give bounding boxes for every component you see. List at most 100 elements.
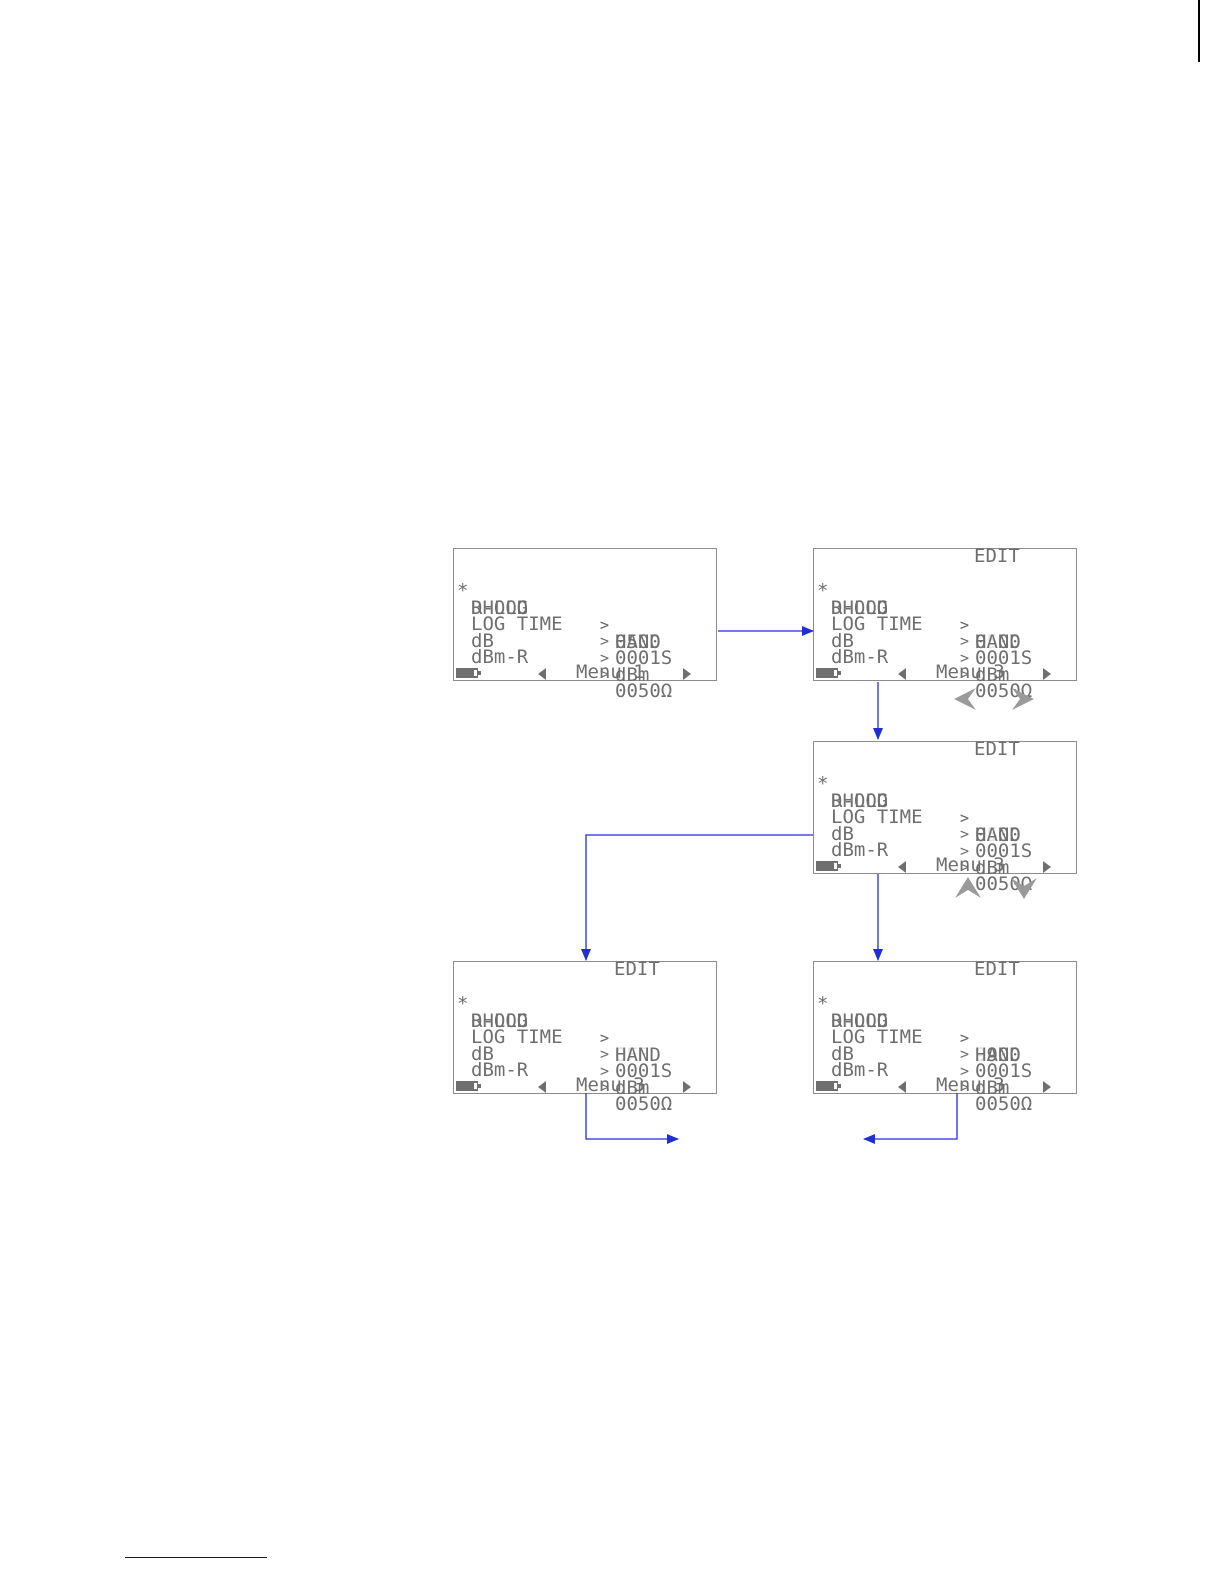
lcd-row: dB > dBm	[454, 616, 649, 684]
setting-value: HAND	[615, 1043, 661, 1066]
footnote-rule	[125, 1557, 267, 1558]
setting-value: dBm	[975, 856, 1010, 879]
separator-icon: >	[600, 648, 610, 667]
setting-label: RHOLD	[471, 1010, 529, 1032]
separator-icon: >	[960, 808, 970, 827]
separator-icon: >	[960, 1061, 970, 1080]
setting-value: 0001S	[975, 647, 1033, 670]
edit-label: EDIT	[974, 738, 1020, 760]
setting-label: dBm-R	[831, 646, 889, 669]
right-arrow-key-icon	[1012, 688, 1034, 710]
battery-icon	[816, 861, 841, 871]
lcd-row: dBm-R > 0050Ω	[814, 632, 1032, 701]
flow-arrow-9900-exit	[863, 1093, 958, 1144]
separator-icon: >	[960, 1028, 970, 1047]
lcd-screen-edit-9900: EDIT * RHOLD > 9900 D-LOG > HAND LOG TIM…	[813, 958, 1077, 1114]
lcd-row: LOG TIME > 0001S	[814, 1012, 1032, 1081]
lcd-rows: * RHOLD > 9900 D-LOG > HAND LOG TIME > 0…	[814, 979, 1032, 1114]
setting-value: 0001S	[615, 647, 673, 670]
flow-arrow-off-exit	[585, 1093, 679, 1144]
lcd-row: * RHOLD > 0500	[454, 566, 661, 652]
lcd-row: dB > dBm	[814, 809, 1009, 877]
triangle-right-icon	[1043, 861, 1051, 873]
separator-icon: >	[960, 1029, 970, 1047]
lcd-row: dB > dBm	[454, 1029, 649, 1097]
lcd-row: D-LOG > HAND	[454, 996, 661, 1064]
separator-icon: >	[600, 1029, 610, 1047]
setting-label: D-LOG	[831, 596, 889, 619]
lcd-row: * RHOLD > 0500	[814, 759, 1021, 845]
blinking-digit: 5	[986, 631, 998, 653]
setting-label: RHOLD	[831, 597, 889, 619]
setting-value: 9900	[975, 1044, 1021, 1066]
separator-icon: >	[600, 616, 610, 634]
triangle-left-icon	[898, 861, 906, 873]
lcd-screen-edit-off: EDIT * RHOLD > OFF D-LOG > HAND LOG TIME…	[453, 958, 717, 1114]
setting-value: 0500	[975, 631, 1021, 653]
lcd-row: LOG TIME > 0001S	[814, 792, 1032, 861]
setting-label: dB	[831, 629, 854, 652]
up-arrow-key-icon	[955, 877, 981, 898]
selection-star: *	[817, 580, 829, 602]
flow-arrow-to-off	[581, 834, 813, 961]
battery-icon	[816, 668, 841, 678]
setting-label: LOG TIME	[831, 1026, 923, 1049]
edit-label: EDIT	[614, 958, 660, 980]
triangle-right-icon	[1043, 668, 1051, 680]
lcd-row: * RHOLD > OFF	[454, 979, 649, 1065]
lcd-footer: Menu 3	[814, 1074, 1076, 1096]
lcd-rows: * RHOLD > OFF D-LOG > HAND LOG TIME > 00…	[454, 979, 672, 1114]
separator-icon: >	[600, 1028, 610, 1047]
blinking-digit: 5	[986, 824, 998, 846]
setting-label: LOG TIME	[831, 613, 923, 636]
lcd-row: D-LOG > HAND	[454, 583, 661, 651]
triangle-left-icon	[538, 668, 546, 680]
setting-label: RHOLD	[831, 1010, 889, 1032]
setting-value: HAND	[975, 630, 1021, 653]
setting-value: 0001S	[975, 840, 1033, 863]
blinking-digit: 9	[975, 1044, 987, 1066]
separator-icon: >	[600, 665, 610, 684]
lcd-row: dB > dBm	[814, 1029, 1009, 1097]
setting-label: dBm-R	[831, 839, 889, 862]
triangle-left-icon	[898, 668, 906, 680]
setting-value: 0001S	[615, 1060, 673, 1083]
triangle-right-icon	[1043, 1081, 1051, 1093]
separator-icon: >	[960, 648, 970, 667]
separator-icon: >	[960, 1078, 970, 1097]
separator-icon: >	[960, 809, 970, 827]
menu-label: Menu 3	[576, 1074, 645, 1096]
setting-value: HAND	[615, 630, 661, 653]
separator-icon: >	[960, 1045, 970, 1064]
setting-value: dBm	[975, 663, 1010, 686]
lcd-row: LOG TIME > 0001S	[454, 599, 672, 668]
lcd-row: dB > dBm	[814, 616, 1009, 684]
setting-value: 0050Ω	[615, 680, 673, 703]
lcd-row: dBm-R > 0050Ω	[454, 1045, 672, 1114]
setting-value: 0050Ω	[975, 680, 1033, 703]
setting-label: RHOLD	[471, 597, 529, 619]
left-arrow-key-icon	[954, 688, 976, 710]
lcd-screen-menu-1: * RHOLD > 0500 D-LOG > HAND LOG TIME > 0…	[453, 548, 717, 701]
setting-label: dBm-R	[831, 1059, 889, 1082]
separator-icon: >	[600, 615, 610, 634]
value-digits-rest: 00	[997, 631, 1021, 653]
setting-value: dBm	[615, 1076, 650, 1099]
setting-label: D-LOG	[471, 596, 529, 619]
setting-value: OFF	[615, 1046, 649, 1065]
edit-label: EDIT	[974, 958, 1020, 980]
setting-value: 0050Ω	[975, 1093, 1033, 1116]
value-digits: 0	[975, 824, 987, 846]
selection-star: *	[817, 773, 829, 795]
menu-label: Menu 3	[936, 1074, 1005, 1096]
battery-icon	[456, 668, 481, 678]
menu-label: Menu 1	[576, 661, 645, 683]
lcd-row: D-LOG > HAND	[814, 776, 1021, 844]
triangle-right-icon	[683, 1081, 691, 1093]
lcd-footer: Menu 3	[814, 663, 1076, 682]
setting-label: LOG TIME	[831, 806, 923, 829]
lcd-rows: * RHOLD > 0500 D-LOG > HAND LOG TIME > 0…	[814, 566, 1032, 701]
down-arrow-key-icon	[1011, 878, 1037, 899]
selection-star: *	[457, 580, 469, 602]
setting-label: D-LOG	[831, 789, 889, 812]
